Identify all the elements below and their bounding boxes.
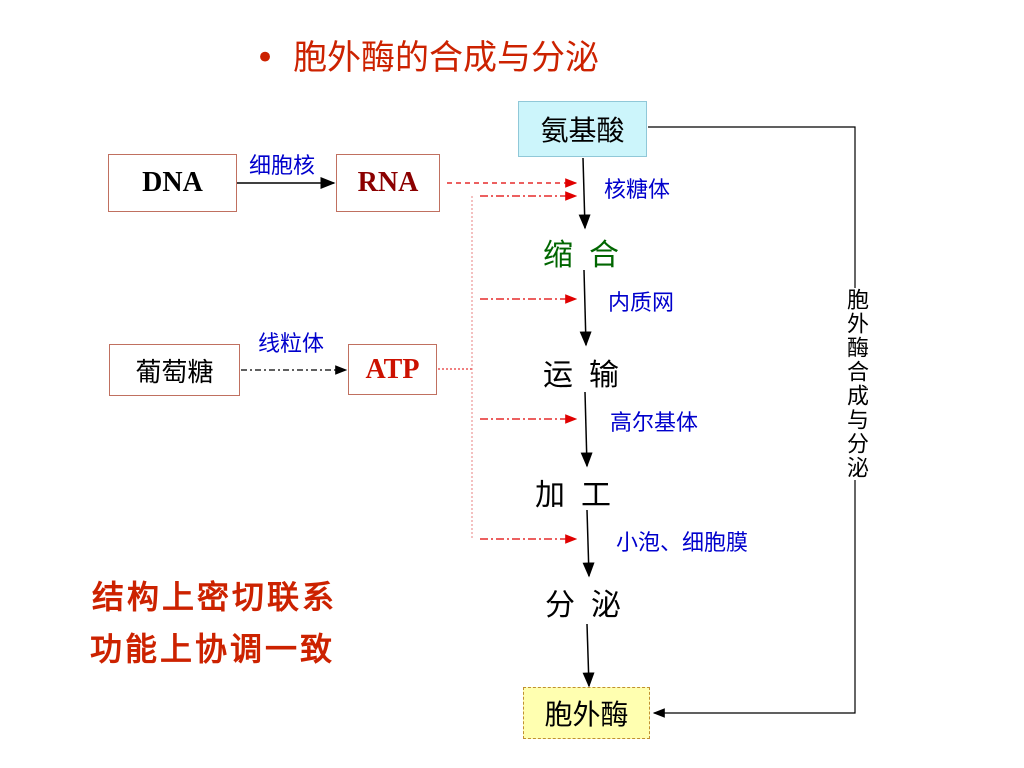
glucose-box: 葡萄糖 — [109, 344, 240, 396]
ribosome-label: 核糖体 — [604, 178, 671, 203]
er-label: 内质网 — [608, 291, 675, 316]
title-text: 胞外酶的合成与分泌 — [293, 38, 600, 78]
step-secrete: 分泌 — [545, 588, 637, 623]
extracellular-enzyme-box: 胞外酶 — [523, 687, 650, 739]
flow-arrow-2 — [579, 269, 592, 347]
side-label-vertical: 胞外酶合成与分泌 — [838, 288, 872, 480]
vesicle-membrane-label: 小泡、细胞膜 — [616, 531, 749, 556]
flow-arrow-1 — [578, 157, 591, 230]
step-condense: 缩合 — [543, 238, 635, 273]
step-transport: 运输 — [543, 358, 635, 393]
summary-function: 功能上协调一致 — [90, 630, 336, 668]
flow-arrow-4 — [582, 509, 595, 578]
atp-box: ATP — [348, 344, 437, 395]
summary-structure: 结构上密切联系 — [92, 578, 338, 616]
nucleus-label: 细胞核 — [249, 154, 316, 179]
mitochondria-label: 线粒体 — [258, 332, 325, 357]
flow-arrow-3 — [580, 391, 593, 468]
title-bullet: • — [255, 38, 276, 78]
golgi-label: 高尔基体 — [610, 411, 699, 436]
rna-box: RNA — [336, 154, 440, 212]
step-process: 加工 — [535, 478, 627, 513]
flow-arrow-5 — [582, 623, 595, 688]
amino-acid-box: 氨基酸 — [518, 101, 647, 157]
page-title: • 胞外酶的合成与分泌 — [255, 30, 599, 79]
dna-box: DNA — [108, 154, 237, 212]
